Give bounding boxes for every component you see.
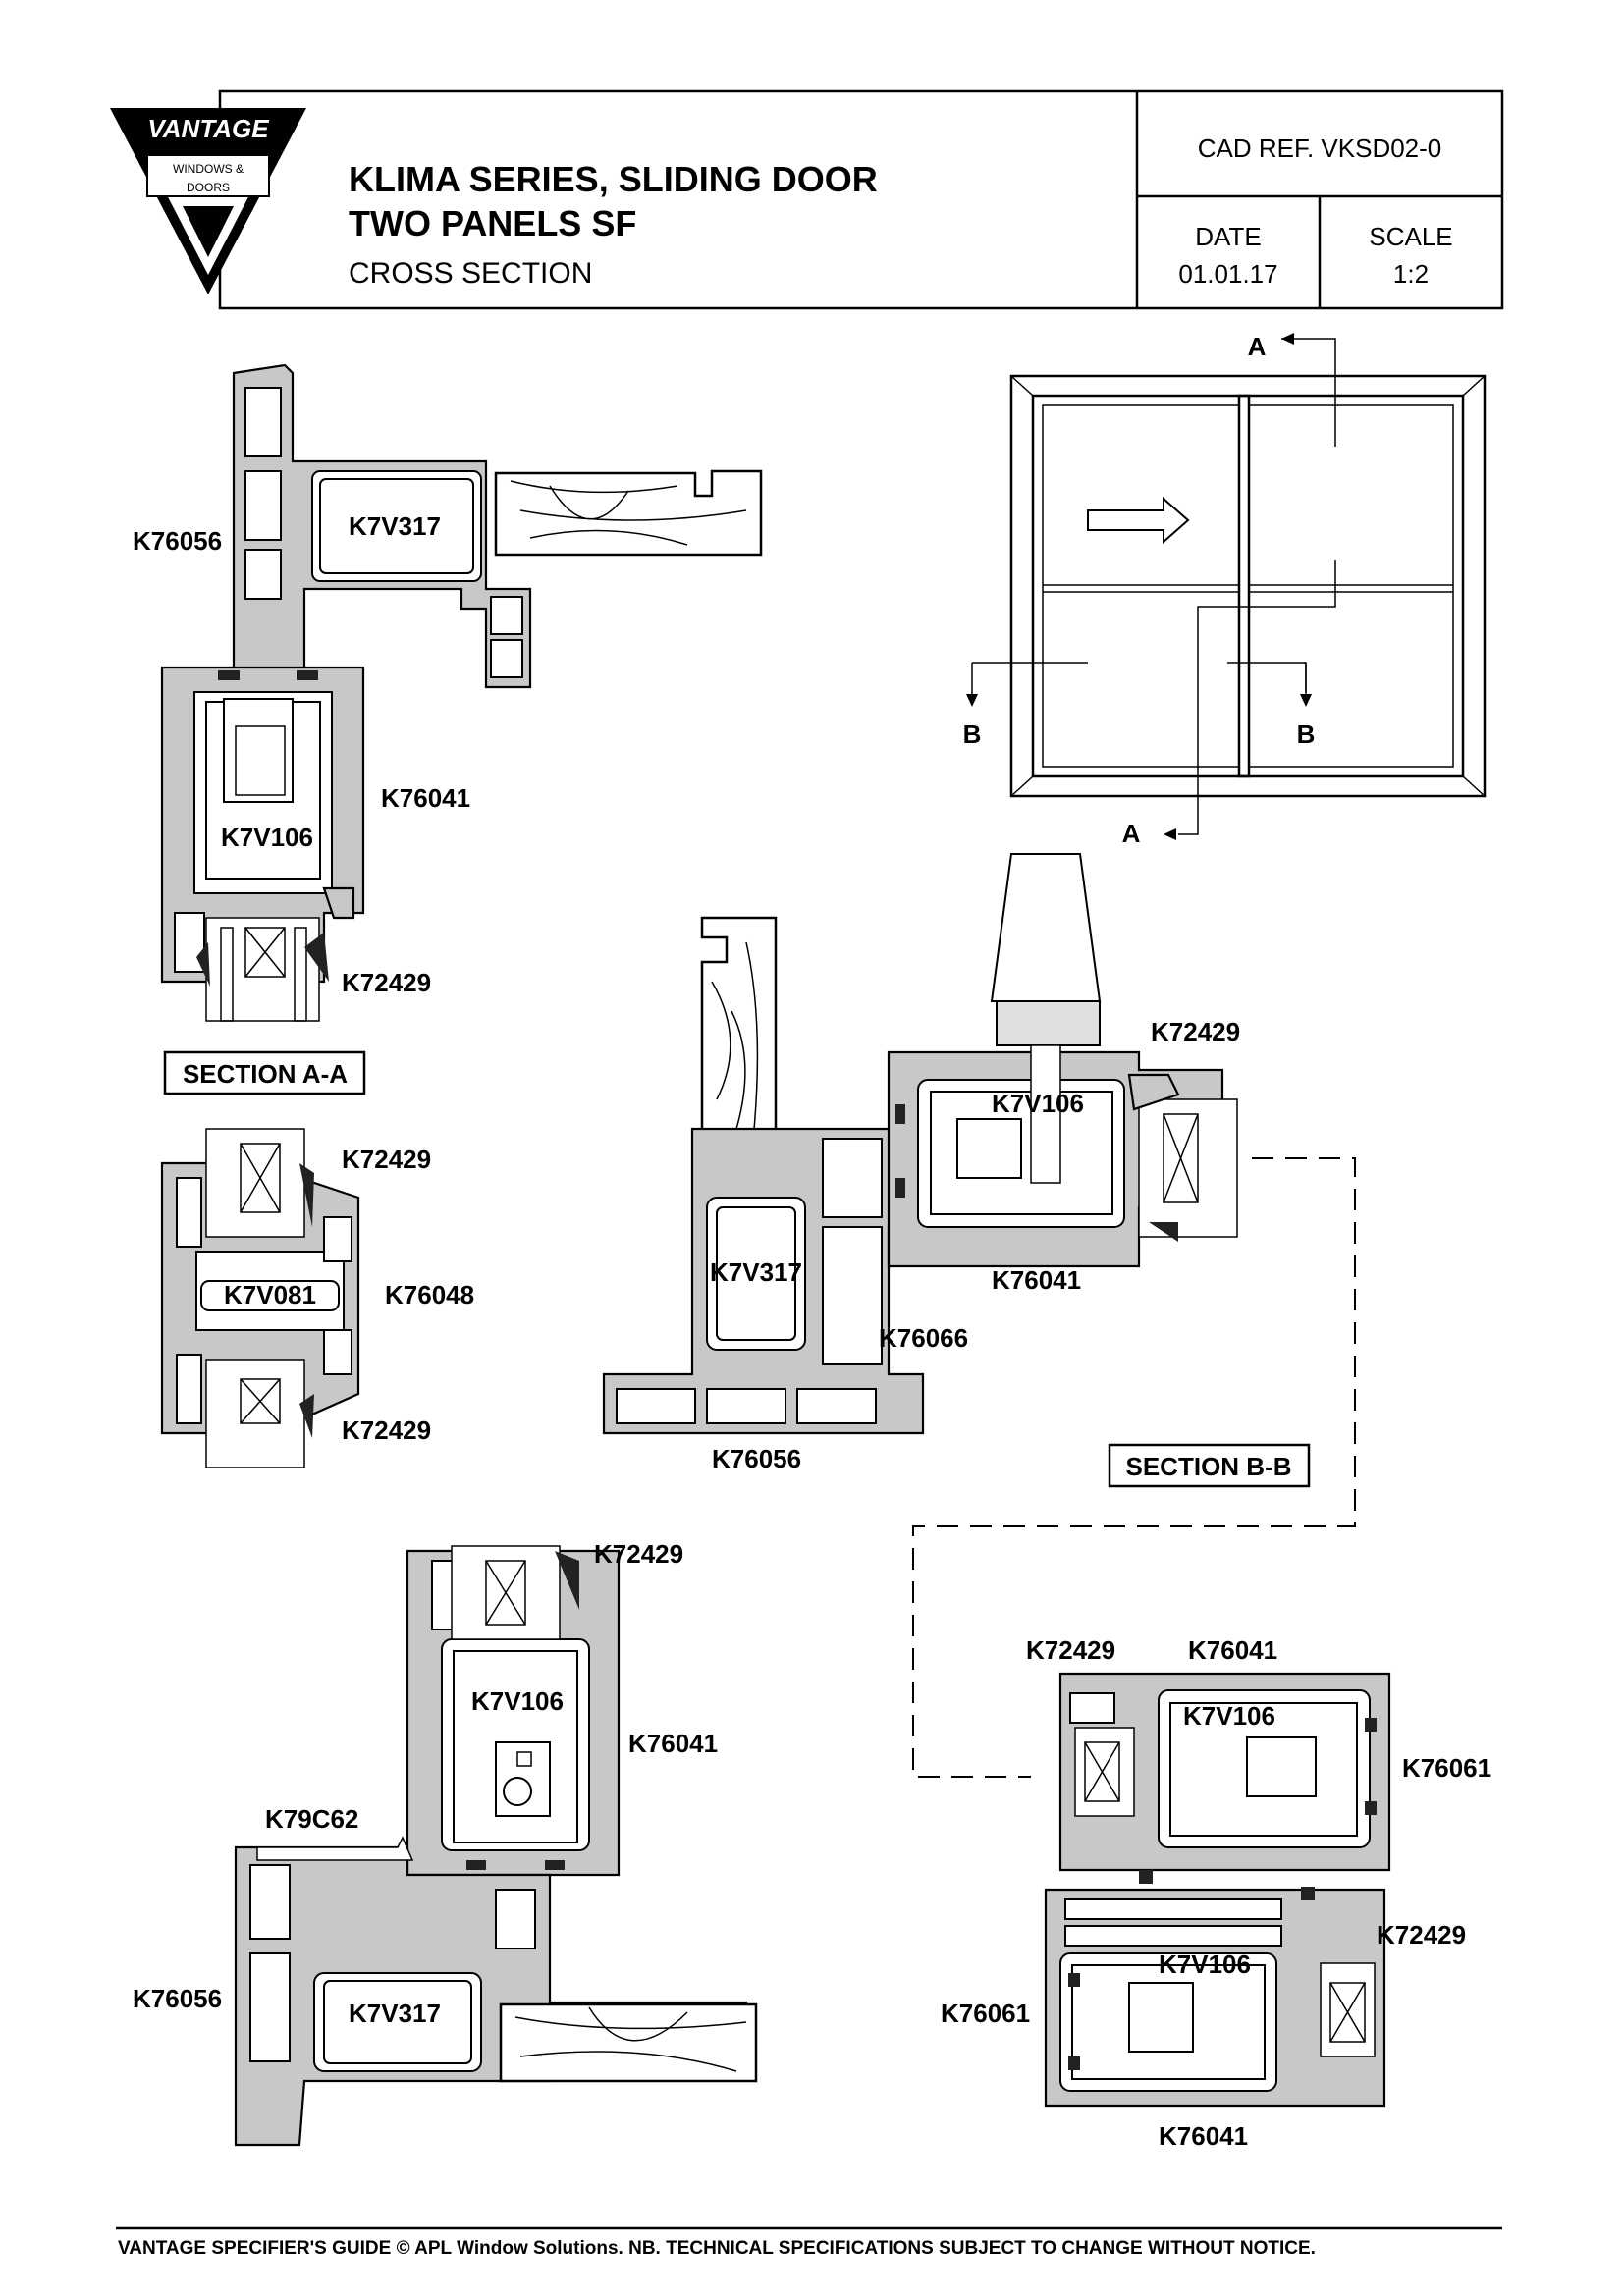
- label-bb-adaptor-k76066: K76066: [879, 1323, 968, 1353]
- label-transom-bead-bottom: K72429: [342, 1415, 431, 1445]
- label-sill-bead-k72429: K72429: [594, 1539, 683, 1569]
- marker-a-bottom: A: [1122, 819, 1141, 848]
- section-interlock: K72429 K76041 K7V106 K76061 K72429 K7V10…: [941, 1635, 1491, 2151]
- date-label: DATE: [1195, 222, 1261, 251]
- section-aa-title-box: SECTION A-A: [163, 1050, 366, 1095]
- scale-label: SCALE: [1369, 222, 1452, 251]
- label-bb-bead-k72429: K72429: [1151, 1017, 1240, 1046]
- label-il-bead-top: K72429: [1026, 1635, 1115, 1665]
- label-il-interlock-bottom: K76061: [941, 1999, 1030, 2028]
- marker-a-top: A: [1248, 332, 1267, 361]
- label-sill-cover-k79c62: K79C62: [265, 1804, 358, 1834]
- logo-line1: WINDOWS &: [173, 162, 244, 176]
- page-title-line2: TWO PANELS SF: [349, 203, 636, 243]
- label-il-reinforce-top: K7V106: [1183, 1701, 1275, 1731]
- label-sill-frame-k76056: K76056: [133, 1984, 222, 2013]
- section-aa-transom: K72429 K7V081 K76048 K72429: [160, 1128, 474, 1468]
- label-bb-reinforce-k7v106: K7V106: [992, 1089, 1084, 1118]
- section-bb: K72429 K7V106 K76041 K7V317 K76066 K7605…: [602, 853, 1356, 1778]
- label-bb-reinforce-k7v317: K7V317: [710, 1257, 802, 1287]
- title-block: VANTAGE WINDOWS & DOORS KLIMA SERIES, SL…: [110, 89, 1504, 310]
- page-subtitle: CROSS SECTION: [349, 257, 592, 290]
- section-aa-head: K76056 K7V317 K76041 K7V106 K72429: [133, 363, 763, 1022]
- logo-brand: VANTAGE: [147, 114, 269, 143]
- label-il-reinforce-bottom: K7V106: [1159, 1949, 1251, 1979]
- label-reinforce-k7v081: K7V081: [224, 1280, 316, 1309]
- label-reinforce-k7v106: K7V106: [221, 823, 313, 852]
- page-title: KLIMA SERIES, SLIDING DOOR: [349, 159, 878, 199]
- label-sill-reinforce-k7v106: K7V106: [471, 1686, 564, 1716]
- label-frame-k76056: K76056: [133, 526, 222, 556]
- label-il-sash-bottom: K76041: [1159, 2121, 1248, 2151]
- label-reinforce-k7v317: K7V317: [349, 511, 441, 541]
- scale-value: 1:2: [1393, 259, 1429, 289]
- label-sash-k76041: K76041: [381, 783, 470, 813]
- section-aa-sill: K72429 K7V106 K76041 K79C62 K76056 K7V31…: [133, 1539, 758, 2147]
- label-sill-reinforce-k7v317: K7V317: [349, 1999, 441, 2028]
- door-elevation: A A B B: [963, 332, 1487, 848]
- footer-notice: VANTAGE SPECIFIER'S GUIDE © APL Window S…: [118, 2238, 1316, 2259]
- marker-b-left: B: [963, 720, 982, 749]
- section-bb-title: SECTION B-B: [1126, 1452, 1292, 1481]
- label-bb-frame-k76056: K76056: [712, 1444, 801, 1473]
- slide-direction-arrow-icon: [1087, 496, 1190, 545]
- label-transom-bead-top: K72429: [342, 1145, 431, 1174]
- label-transom-k76048: K76048: [385, 1280, 474, 1309]
- cad-ref: CAD REF. VKSD02-0: [1198, 133, 1442, 163]
- label-bead-k72429: K72429: [342, 968, 431, 997]
- marker-b-right: B: [1297, 720, 1316, 749]
- label-il-interlock-top: K76061: [1402, 1753, 1491, 1783]
- section-aa-title: SECTION A-A: [183, 1059, 348, 1089]
- label-il-bead-bottom: K72429: [1377, 1920, 1466, 1949]
- label-bb-sash-k76041: K76041: [992, 1265, 1081, 1295]
- label-sill-sash-k76041: K76041: [628, 1729, 718, 1758]
- logo-line2: DOORS: [187, 181, 230, 194]
- label-il-sash-top: K76041: [1188, 1635, 1277, 1665]
- date-value: 01.01.17: [1178, 259, 1277, 289]
- vantage-logo: VANTAGE WINDOWS & DOORS: [110, 108, 306, 294]
